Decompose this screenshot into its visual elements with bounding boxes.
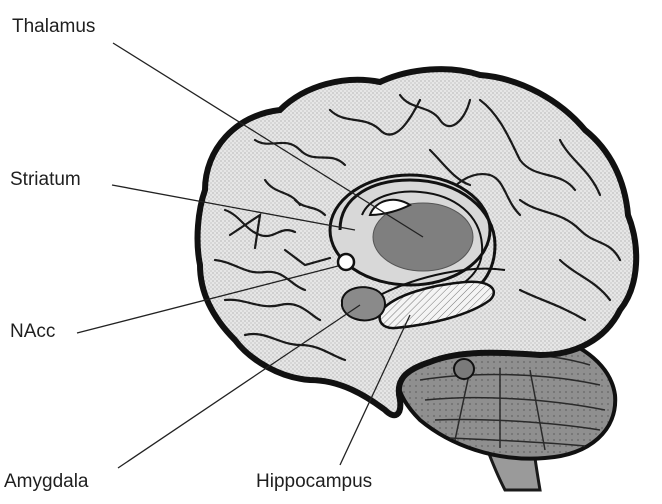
label-thalamus: Thalamus bbox=[12, 17, 95, 36]
label-amygdala: Amygdala bbox=[4, 472, 89, 491]
label-hippocampus: Hippocampus bbox=[256, 472, 372, 491]
amygdala-shape bbox=[342, 287, 385, 320]
nacc-shape bbox=[338, 254, 354, 270]
cerebellum-node bbox=[454, 359, 474, 379]
label-striatum: Striatum bbox=[10, 170, 81, 189]
label-nacc: NAcc bbox=[10, 322, 55, 341]
